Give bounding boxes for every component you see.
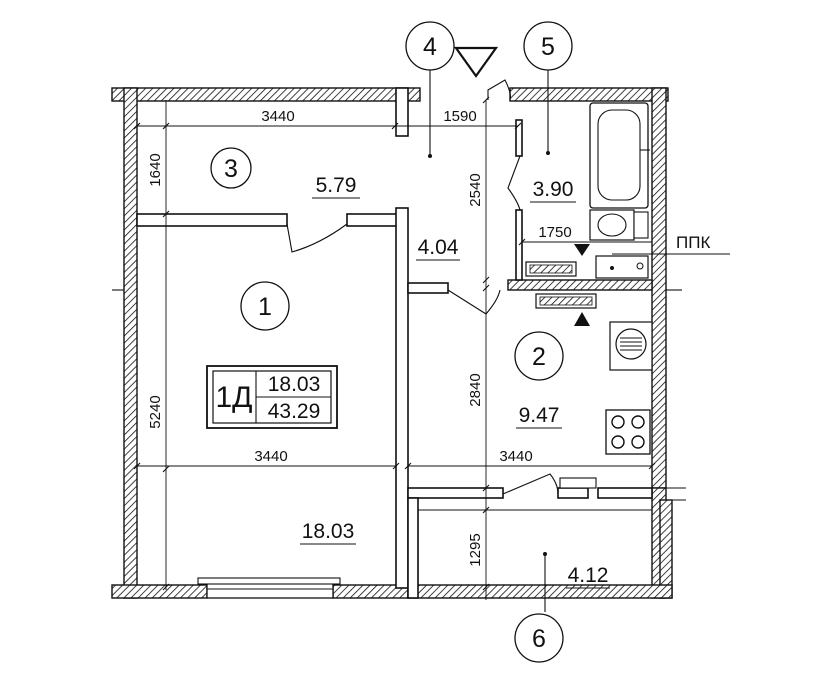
dim-corridor-depth: 2540 bbox=[467, 173, 484, 206]
living-area: 18.03 bbox=[268, 373, 321, 396]
bathroom-fixtures bbox=[525, 102, 650, 326]
dim-kitchen-width: 3440 bbox=[499, 448, 532, 465]
apartment-type: 1Д bbox=[215, 381, 252, 414]
exterior-walls bbox=[111, 87, 673, 599]
wall-stubs bbox=[112, 289, 686, 501]
room-number-3: 3 bbox=[224, 155, 238, 183]
interior-walls bbox=[136, 87, 653, 599]
window-room-1 bbox=[197, 577, 341, 599]
room-markers bbox=[428, 46, 550, 612]
room-number-5: 5 bbox=[541, 33, 555, 61]
kitchen-fixtures bbox=[559, 321, 653, 489]
room-area-6: 4.12 bbox=[568, 564, 609, 587]
dim-bath-width: 1750 bbox=[538, 224, 571, 241]
room-area-2: 9.47 bbox=[519, 404, 560, 427]
room-area-1: 18.03 bbox=[302, 520, 355, 543]
room-area-3: 5.79 bbox=[316, 174, 357, 197]
total-area: 43.29 bbox=[268, 400, 321, 423]
room-number-6: 6 bbox=[532, 625, 546, 653]
dim-hall-width: 3440 bbox=[261, 108, 294, 125]
dim-hall-depth: 1640 bbox=[147, 153, 164, 186]
dim-room-width: 3440 bbox=[254, 448, 287, 465]
dim-corridor-width: 1590 bbox=[443, 108, 476, 125]
room-number-4: 4 bbox=[423, 33, 437, 61]
dim-room-depth: 5240 bbox=[147, 395, 164, 428]
room-number-1: 1 bbox=[258, 293, 272, 321]
room-area-5: 3.90 bbox=[533, 178, 574, 201]
dim-balcony-depth: 1295 bbox=[467, 533, 484, 566]
dim-kitchen-depth: 2840 bbox=[467, 373, 484, 406]
room-area-4: 4.04 bbox=[418, 236, 459, 259]
dimension-lines bbox=[133, 96, 730, 600]
room-number-circles bbox=[210, 21, 573, 663]
apartment-type-box bbox=[206, 365, 338, 429]
room-number-2: 2 bbox=[532, 343, 546, 371]
ppk-label: ППК bbox=[676, 233, 710, 252]
